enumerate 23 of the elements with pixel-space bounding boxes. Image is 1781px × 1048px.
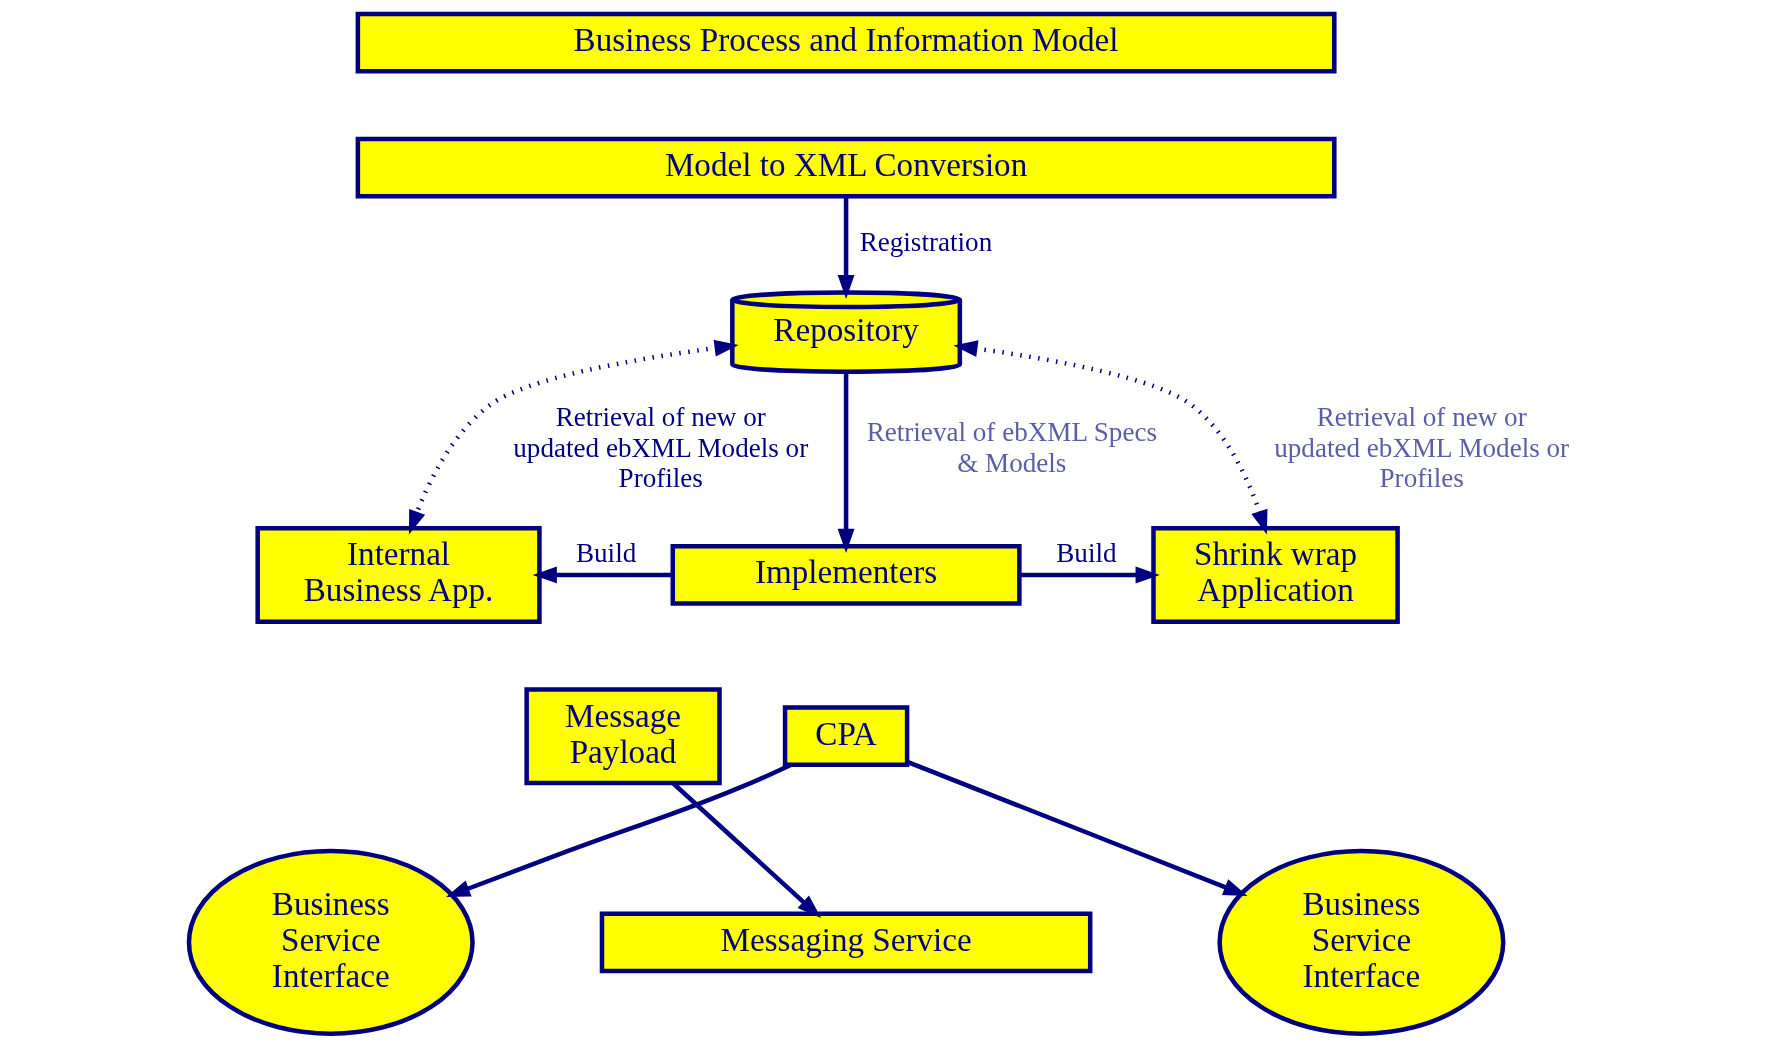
arrow [837, 371, 855, 553]
node-box: Messaging Service [599, 911, 1093, 974]
edge-label: Registration [859, 227, 993, 258]
arrow [837, 196, 855, 300]
node-box: Business Process and Information Model [355, 11, 1337, 74]
arrow [408, 339, 739, 535]
edge-label: Retrieval of new or updated ebXML Models or Profiles [513, 402, 809, 493]
arrow [1019, 566, 1160, 584]
edge-label: Build [1056, 537, 1117, 568]
arrow [953, 340, 1268, 535]
node-box: Implementers [670, 544, 1022, 606]
node-box: Message Payload [524, 687, 722, 786]
node-ellipse: Business Service Interface [1217, 848, 1506, 1036]
arrow [532, 566, 673, 584]
edge-label: Build [575, 537, 637, 568]
edge-label: Retrieval of ebXML Specs & Models [866, 417, 1158, 478]
node-box: Internal Business App. [255, 526, 542, 624]
node-box: Shrink wrap Application [1151, 526, 1400, 624]
arrow [906, 759, 1248, 896]
edge-label: Retrieval of new or updated ebXML Models or Profiles [1274, 402, 1570, 493]
arrow [446, 762, 793, 898]
node-box: Model to XML Conversion [355, 136, 1337, 199]
node-box: CPA [782, 705, 910, 768]
